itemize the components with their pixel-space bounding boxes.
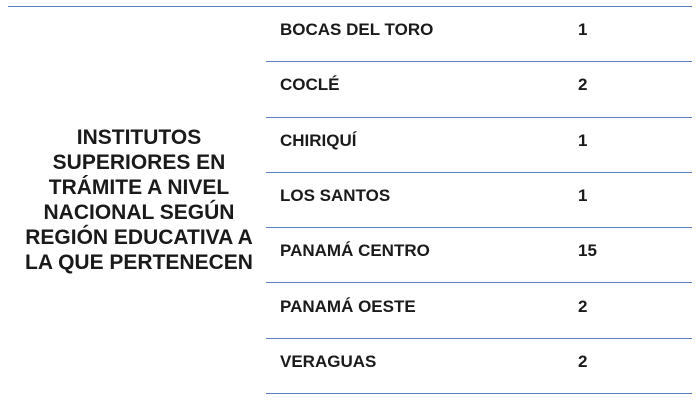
table-row: COCLÉ 2 <box>8 61 692 118</box>
region-name: LOS SANTOS <box>266 171 536 228</box>
table-title: INSTITUTOS SUPERIORES EN TRÁMITE A NIVEL… <box>25 126 253 275</box>
region-name: PANAMÁ OESTE <box>266 282 536 339</box>
region-name: COCLÉ <box>266 61 536 118</box>
table-row: INSTITUTOS SUPERIORES EN TRÁMITE A NIVEL… <box>8 5 692 394</box>
region-table-container: INSTITUTOS SUPERIORES EN TRÁMITE A NIVEL… <box>8 5 692 395</box>
table-row: VERAGUAS 2 <box>8 337 692 395</box>
institute-count: 2 <box>536 337 692 395</box>
institute-count: 1 <box>536 171 692 228</box>
table-row: PANAMÁ OESTE 2 <box>8 282 692 339</box>
table-row: CHIRIQUÍ 1 <box>8 116 692 173</box>
institute-count: 15 <box>536 227 692 283</box>
table-row: LOS SANTOS 1 <box>8 171 692 228</box>
table-title-cell: INSTITUTOS SUPERIORES EN TRÁMITE A NIVEL… <box>8 6 266 394</box>
region-name: CHIRIQUÍ <box>266 116 536 173</box>
institute-count: 1 <box>536 5 692 62</box>
table-row: PANAMÁ CENTRO 15 <box>8 227 692 283</box>
region-name: VERAGUAS <box>266 337 536 395</box>
institute-count: 1 <box>536 116 692 173</box>
region-name: BOCAS DEL TORO <box>266 5 536 62</box>
region-name: PANAMÁ CENTRO <box>266 227 536 283</box>
institute-count: 2 <box>536 61 692 118</box>
institutes-by-region-table: INSTITUTOS SUPERIORES EN TRÁMITE A NIVEL… <box>8 5 692 395</box>
institute-count: 2 <box>536 282 692 339</box>
